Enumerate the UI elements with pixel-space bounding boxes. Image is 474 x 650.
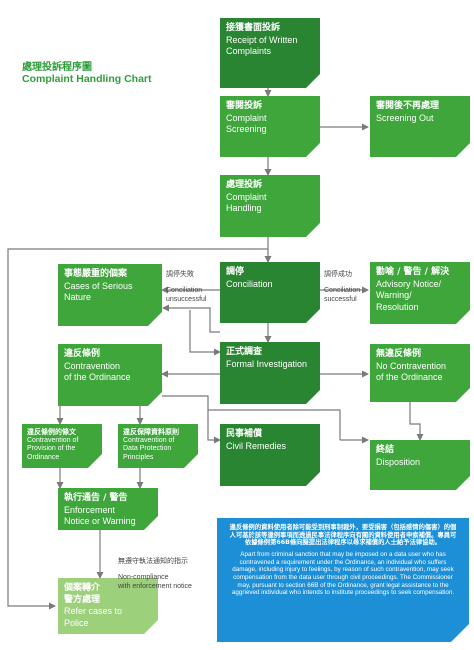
arrow-contravention-to-civil (162, 395, 221, 444)
note-civil-remedies: 違反條例的資料使用者除可能受到刑事制裁外，要受損害（包括感情的傷害）的個人可基於… (217, 518, 469, 642)
arrow-no-contravention-to-disposition (409, 402, 424, 441)
box-formal-investigation: 正式調查 Formal Investigation (220, 342, 320, 404)
line-handling-loop-to-police (7, 248, 268, 610)
note-en: Apart from criminal sanction that may be… (231, 551, 455, 597)
box-screening-out-en: Screening Out (376, 112, 434, 123)
box-provision-en: Contravention of Provision of the Ordina… (27, 436, 79, 461)
label-conciliation-successful: 調停成功 Conciliation successful (324, 262, 360, 304)
box-civil-en: Civil Remedies (226, 440, 287, 451)
box-enforcement: 執行通告 / 警告 Enforcement Notice or Warning (58, 488, 158, 530)
arrow-serious-to-formal (189, 310, 221, 356)
box-handling-en: Complaint Handling (226, 191, 267, 214)
box-serious-zh: 事態嚴重的個案 (64, 269, 128, 279)
box-civil-remedies: 民事補償 Civil Remedies (220, 424, 320, 486)
box-handling: 處理投訴 Complaint Handling (220, 175, 320, 237)
box-disposition-zh: 終結 (376, 445, 395, 455)
label-non-compliance-en: Non-compliance with enforcement notice (118, 574, 192, 590)
box-police-zh: 個案轉介 警方處理 (64, 583, 101, 605)
label-unsuccessful-en: Conciliation unsuccessful (166, 287, 207, 303)
arrow-formal-back-to-serious (162, 304, 220, 333)
box-principles-en: Contravention of Data Protection Princip… (123, 436, 175, 461)
box-conciliation-en: Conciliation (226, 278, 273, 289)
label-successful-en: Conciliation successful (324, 287, 361, 303)
box-screening-en: Complaint Screening (226, 112, 267, 135)
box-advisory-en: Advisory Notice/ Warning/ Resolution (376, 278, 442, 312)
box-serious-en: Cases of Serious Nature (64, 280, 133, 303)
box-advisory-zh: 勸喻 / 警告 / 解決 (376, 267, 450, 277)
box-contravention-zh: 違反條例 (64, 349, 101, 359)
box-serious: 事態嚴重的個案 Cases of Serious Nature (58, 264, 162, 326)
box-civil-zh: 民事補償 (226, 429, 263, 439)
box-disposition: 終結 Disposition (370, 440, 470, 490)
box-screening-out-zh: 審閱後不再處理 (376, 101, 440, 111)
line-contravention-to-disposition-right (208, 409, 341, 440)
box-conciliation: 調停 Conciliation (220, 262, 320, 323)
box-screening-zh: 審閱投訴 (226, 101, 263, 111)
box-receipt-en: Receipt of Written Complaints (226, 34, 298, 57)
box-contravention: 違反條例 Contravention of the Ordinance (58, 344, 162, 406)
box-principles: 違反保障資料原則 Contravention of Data Protectio… (118, 424, 198, 468)
chart-title-en: Complaint Handling Chart (22, 73, 152, 85)
box-no-contravention: 無違反條例 No Contravention of the Ordinance (370, 344, 470, 402)
box-conciliation-zh: 調停 (226, 267, 245, 277)
box-enforcement-zh: 執行通告 / 警告 (64, 493, 128, 503)
box-handling-zh: 處理投訴 (226, 180, 263, 190)
box-formal-en: Formal Investigation (226, 358, 308, 369)
box-screening-out: 審閱後不再處理 Screening Out (370, 96, 470, 157)
note-zh: 違反條例的資料使用者除可能受到刑事制裁外，要受損害（包括感情的傷害）的個人可基於… (229, 524, 457, 547)
box-provision-zh: 違反條例的條文 (27, 428, 76, 436)
box-receipt: 接獲書面投訴 Receipt of Written Complaints (220, 18, 320, 88)
box-no-contravention-zh: 無違反條例 (376, 349, 422, 359)
label-conciliation-unsuccessful: 調停失敗 Conciliation unsuccessful (166, 262, 206, 304)
box-enforcement-en: Enforcement Notice or Warning (64, 504, 136, 527)
box-screening: 審閱投訴 Complaint Screening (220, 96, 320, 157)
box-principles-zh: 違反保障資料原則 (123, 428, 179, 436)
label-non-compliance-zh: 無遵守執法通知的指示 (118, 557, 188, 566)
box-no-contravention-en: No Contravention of the Ordinance (376, 360, 447, 383)
chart-title-zh: 處理投訴程序圖 (22, 62, 92, 73)
label-non-compliance: 無遵守執法通知的指示 Non-compliance with enforceme… (118, 549, 192, 591)
box-disposition-en: Disposition (376, 456, 421, 467)
box-receipt-zh: 接獲書面投訴 (226, 23, 281, 33)
box-formal-zh: 正式調查 (226, 347, 263, 357)
box-contravention-en: Contravention of the Ordinance (64, 360, 131, 383)
box-advisory: 勸喻 / 警告 / 解決 Advisory Notice/ Warning/ R… (370, 262, 470, 324)
box-police: 個案轉介 警方處理 Refer cases to Police (58, 578, 158, 634)
label-unsuccessful-zh: 調停失敗 (166, 270, 194, 279)
label-successful-zh: 調停成功 (324, 270, 352, 279)
box-provision: 違反條例的條文 Contravention of Provision of th… (22, 424, 102, 468)
box-police-en: Refer cases to Police (64, 606, 123, 628)
